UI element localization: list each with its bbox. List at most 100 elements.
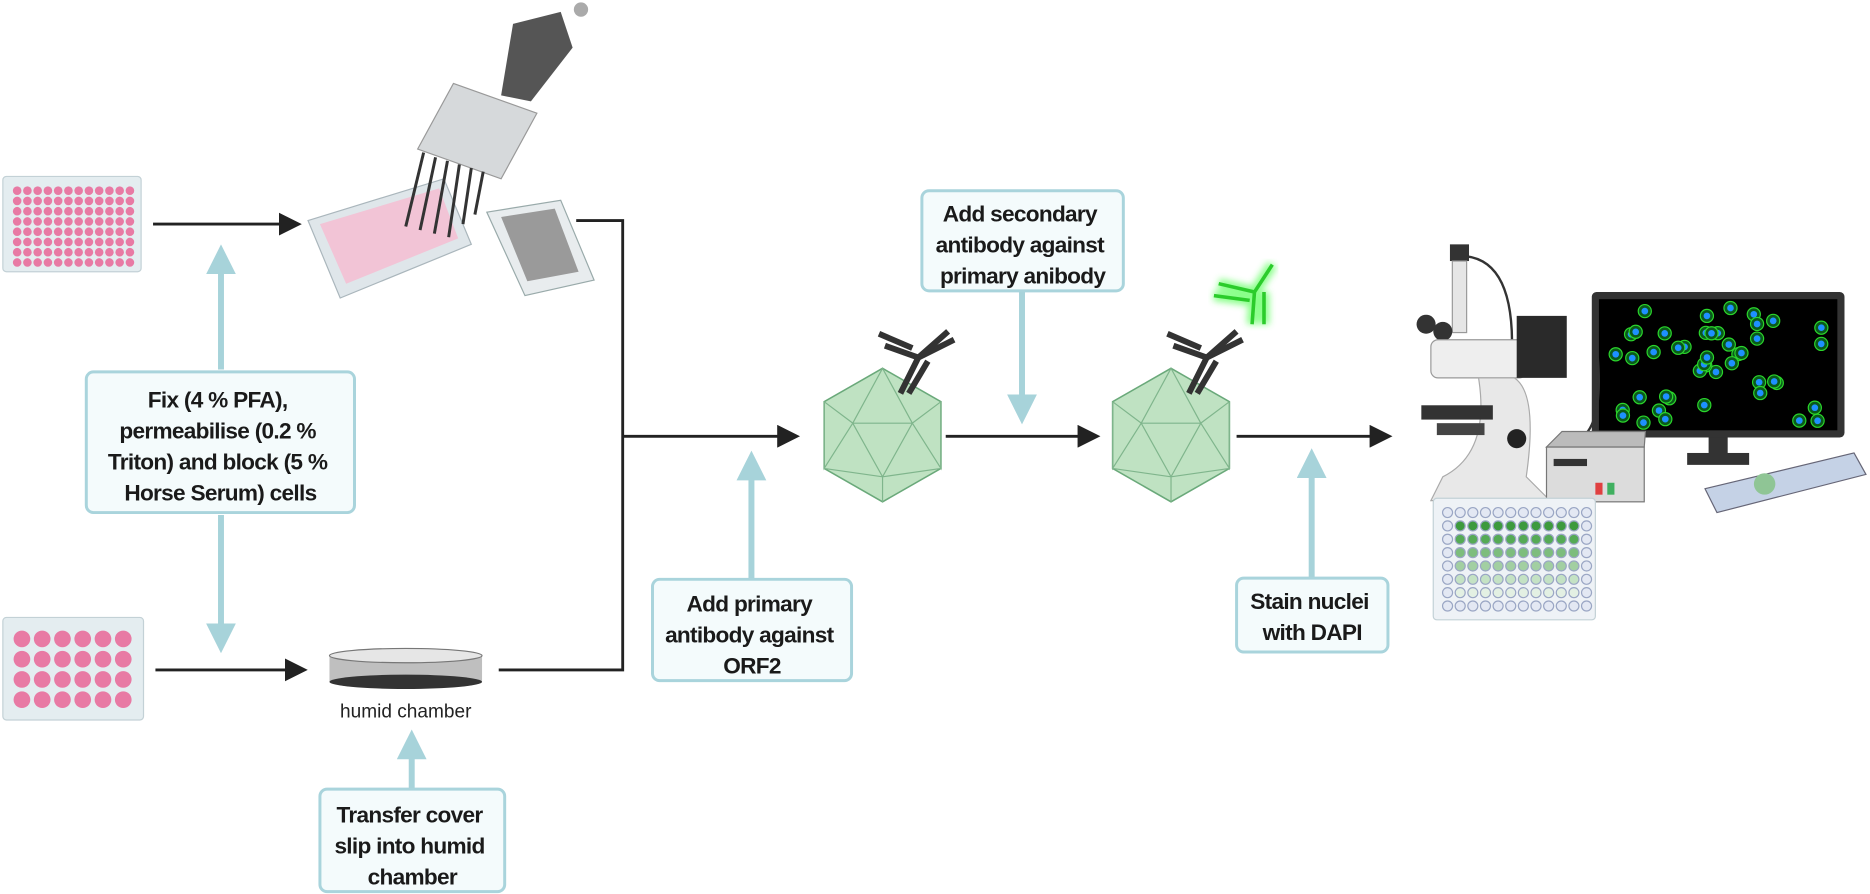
svg-text:Stain nuclei with DAPI: Stain nuclei with DAPI [1250, 589, 1374, 645]
well [1755, 378, 1763, 386]
well [84, 258, 94, 267]
well [125, 258, 135, 267]
well [64, 206, 73, 216]
well [1712, 368, 1720, 376]
well [94, 691, 112, 709]
well [1492, 587, 1504, 599]
well [1753, 320, 1761, 328]
well [125, 186, 135, 196]
well [84, 247, 94, 257]
well [64, 186, 73, 196]
well [1479, 533, 1492, 545]
well [114, 650, 132, 668]
well [1505, 573, 1517, 585]
well [1530, 520, 1542, 532]
well [1492, 506, 1504, 519]
well [1580, 600, 1593, 612]
svg-text:Add primary antibody aga: Add primary antibody against ORF2 [665, 591, 839, 678]
well [1517, 587, 1529, 599]
well [1479, 506, 1492, 519]
well [1479, 573, 1492, 585]
svg-text:Fix (4 % PFA), permeabil: Fix (4 % PFA), permeabilise (0.2 % Trito… [108, 388, 333, 506]
well [23, 258, 32, 267]
well [12, 258, 22, 267]
well [84, 196, 94, 206]
well [43, 196, 53, 206]
well [1467, 506, 1479, 519]
well [94, 206, 104, 216]
well [53, 258, 63, 267]
antibody-icon [877, 329, 956, 395]
well [1555, 587, 1567, 599]
96-well-plate-icon [2, 175, 142, 273]
well [1727, 304, 1734, 312]
well [94, 630, 112, 648]
well [12, 237, 22, 247]
well [43, 227, 53, 237]
well [33, 237, 42, 247]
well [105, 217, 114, 226]
well [115, 237, 124, 247]
well [23, 237, 32, 247]
well [1818, 324, 1825, 332]
well [13, 691, 31, 709]
well [43, 247, 53, 257]
well [125, 227, 135, 237]
well [23, 206, 32, 216]
well [1640, 419, 1647, 426]
96-well-plate-icon [1432, 497, 1596, 621]
helper-arrows [206, 244, 1327, 790]
slide-icon [1704, 452, 1867, 514]
step-box-primary-antibody: Add primary antibody against ORF2 [651, 577, 854, 683]
well [64, 196, 73, 206]
well [125, 196, 135, 206]
well [1530, 547, 1542, 559]
well [12, 206, 22, 216]
well [1479, 587, 1492, 599]
well [43, 258, 53, 267]
well [94, 247, 104, 257]
antibody-icon [1166, 329, 1244, 395]
well [94, 196, 104, 206]
well [105, 227, 114, 237]
well [1517, 560, 1529, 572]
well [74, 206, 83, 216]
well [115, 227, 124, 237]
well [1661, 330, 1669, 337]
well [1530, 506, 1542, 519]
well [1543, 587, 1555, 599]
well [1568, 547, 1580, 559]
well [23, 196, 32, 206]
well [1441, 600, 1454, 612]
well [1467, 587, 1479, 599]
well [12, 196, 22, 206]
well [64, 247, 73, 257]
well [115, 247, 124, 257]
well [12, 217, 22, 226]
well [1555, 600, 1567, 612]
well [94, 186, 104, 196]
step-box-fix-permeabilise-block: Fix (4 % PFA), permeabilise (0.2 % Trito… [84, 370, 356, 515]
well [1636, 393, 1644, 401]
merge-line [498, 219, 625, 672]
well [1530, 533, 1542, 545]
well [1517, 600, 1529, 612]
well [1454, 573, 1466, 585]
monitor-icon [1591, 292, 1845, 465]
well [1479, 560, 1492, 572]
well [1517, 547, 1529, 559]
well [1505, 587, 1517, 599]
well [33, 650, 51, 668]
well [1441, 547, 1454, 559]
well [115, 258, 124, 267]
well [33, 691, 51, 709]
well [43, 237, 53, 247]
petri-dish-icon [328, 647, 483, 689]
well [94, 217, 104, 226]
well [114, 671, 132, 688]
well [1568, 600, 1580, 612]
well [1441, 520, 1454, 532]
well [114, 691, 132, 709]
well [1543, 506, 1555, 519]
humid-chamber-label: humid chamber [340, 702, 472, 723]
